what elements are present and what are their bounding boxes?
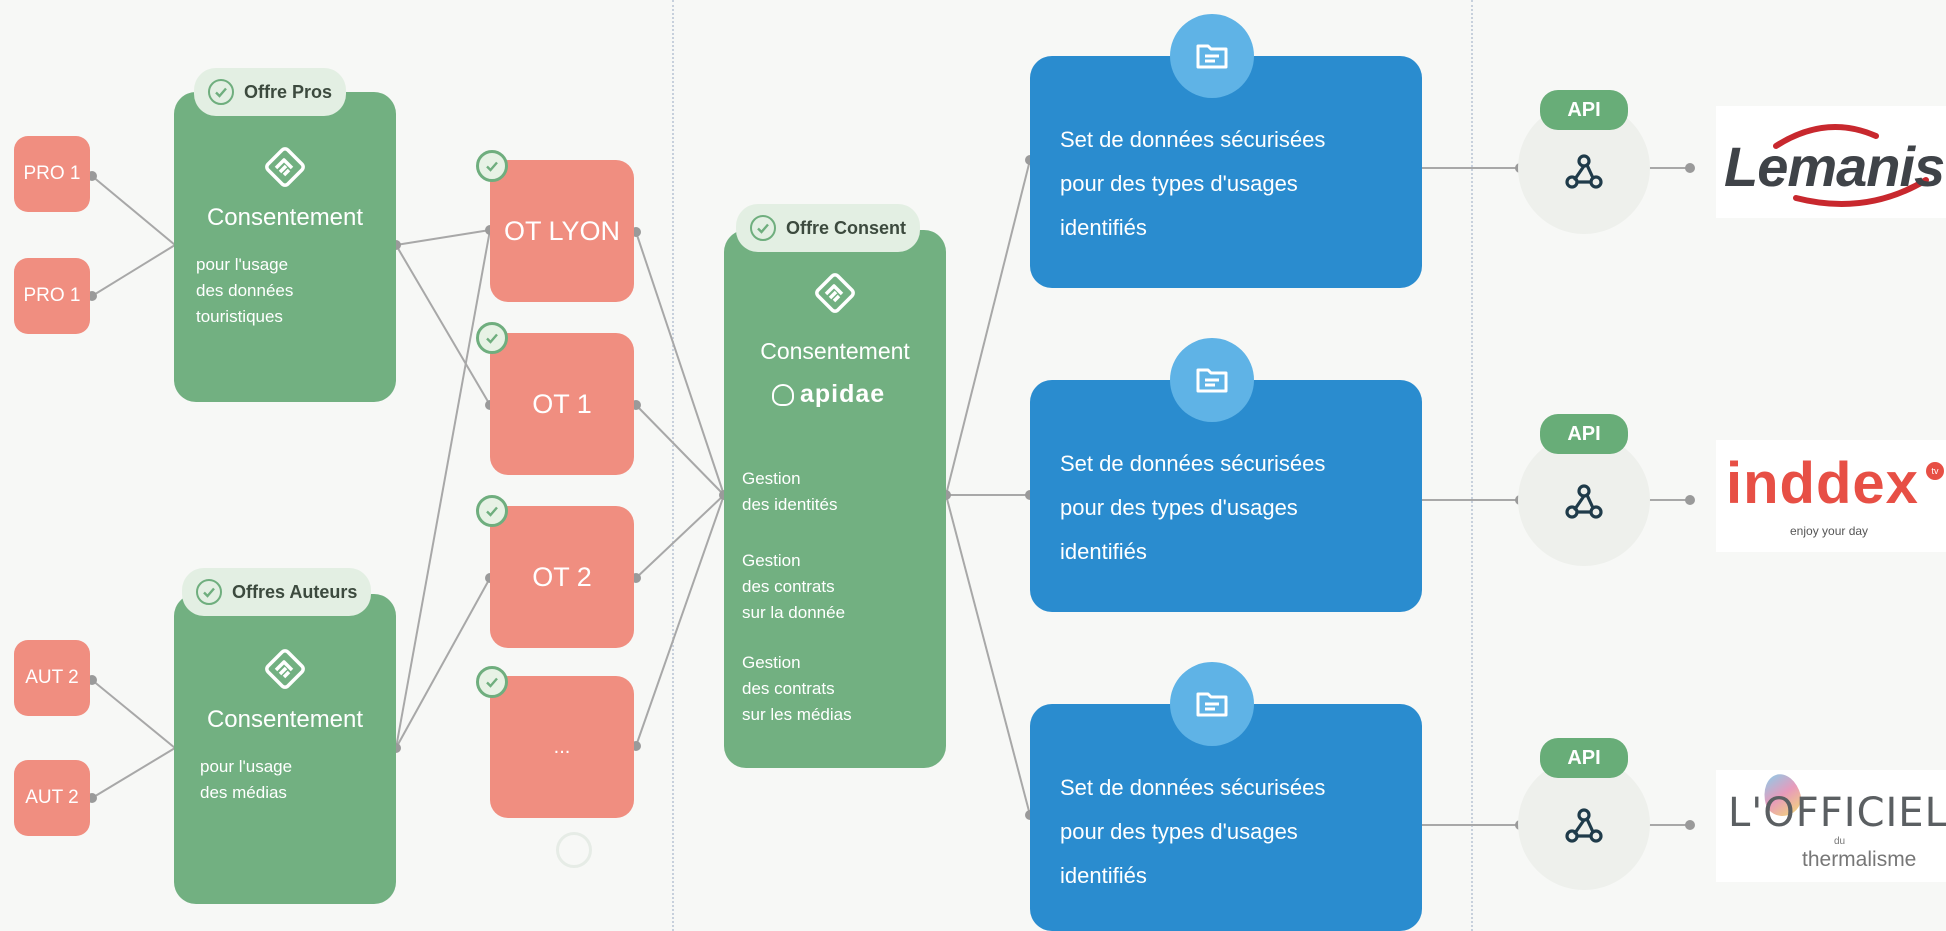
handshake-icon [812, 270, 858, 316]
desc-line: des données [196, 281, 294, 300]
dataset-line: identifiés [1060, 215, 1147, 240]
office-label: ... [553, 735, 571, 758]
item-line: des contrats [742, 679, 835, 698]
webhook-icon [1562, 150, 1606, 194]
office-box[interactable]: OT 2 [490, 506, 634, 648]
item-line: Gestion [742, 551, 801, 570]
check-icon [750, 215, 776, 241]
desc-line: pour l'usage [200, 757, 293, 776]
apidae-wordmark: apidae [800, 380, 886, 408]
check-icon [476, 495, 508, 527]
lemanis-wordmark: Lemanis [1724, 135, 1945, 198]
api-badge: API [1540, 90, 1628, 130]
office-label: OT 2 [532, 561, 592, 592]
offer-pros-desc: pour l'usage des données touristiques [196, 252, 293, 330]
apidae-brand: apidae [772, 380, 885, 409]
api-badge: API [1540, 414, 1628, 454]
source-label: AUT 2 [25, 667, 79, 688]
dataset-line: Set de données sécurisées [1060, 775, 1326, 800]
check-icon [476, 666, 508, 698]
source-pro-1[interactable]: PRO 1 [14, 136, 90, 212]
item-line: Gestion [742, 653, 801, 672]
office-box[interactable]: ... [490, 676, 634, 818]
lemanis-logo[interactable]: Lemanis [1716, 106, 1946, 218]
consent-item: Gestion des contrats sur la donnée [742, 548, 845, 626]
check-icon [208, 79, 234, 105]
check-icon [476, 150, 508, 182]
desc-line: touristiques [196, 307, 283, 326]
consent-tag-label: Offre Consent [786, 217, 907, 238]
officiel-subtitle: thermalisme [1802, 848, 1917, 871]
item-line: sur la donnée [742, 603, 846, 622]
apidae-icon [772, 383, 794, 406]
offer-pros-title: Consentement [206, 204, 364, 231]
source-label: AUT 2 [25, 787, 79, 808]
consent-title: Consentement [760, 338, 910, 364]
lemanis-swoosh [1773, 124, 1929, 207]
divider-left [672, 0, 674, 931]
api-node[interactable] [1518, 434, 1650, 566]
webhook-icon [1562, 804, 1606, 848]
check-icon [196, 579, 222, 605]
source-pro-2[interactable]: PRO 1 [14, 258, 90, 334]
item-line: des identités [742, 495, 838, 514]
webhook-icon [1562, 480, 1606, 524]
dataset-line: identifiés [1060, 863, 1147, 888]
consent-item: Gestion des identités [742, 466, 837, 518]
office-box[interactable]: OT LYON [490, 160, 634, 302]
inddex-wordmark: inddex [1726, 451, 1919, 516]
item-line: des contrats [742, 577, 835, 596]
offer-auteurs-tag: Offres Auteurs [182, 568, 372, 616]
dataset-line: identifiés [1060, 539, 1147, 564]
check-icon [476, 322, 508, 354]
api-label: API [1567, 422, 1601, 445]
consent-card[interactable]: Consentement apidae Gestion des identité… [724, 230, 946, 768]
document-icon [1170, 662, 1254, 746]
api-badge: API [1540, 738, 1628, 778]
dataset-line: pour des types d'usages [1060, 171, 1298, 196]
dataset-line: pour des types d'usages [1060, 819, 1298, 844]
document-icon [1170, 338, 1254, 422]
divider-right [1471, 0, 1473, 931]
handshake-icon [262, 144, 308, 190]
api-node[interactable] [1518, 758, 1650, 890]
inddex-tagline: enjoy your day [1790, 524, 1869, 538]
offer-pros-card[interactable]: Consentement pour l'usage des données to… [174, 92, 396, 402]
api-label: API [1567, 98, 1601, 121]
desc-line: pour l'usage [196, 255, 289, 274]
api-label: API [1567, 746, 1601, 769]
item-line: Gestion [742, 469, 801, 488]
offer-pros-tag-label: Offre Pros [244, 81, 333, 102]
handshake-icon [262, 646, 308, 692]
desc-line: des médias [200, 783, 287, 802]
offer-auteurs-card[interactable]: Consentement pour l'usage des médias [174, 594, 396, 904]
source-label: PRO 1 [23, 285, 81, 306]
offer-pros-tag: Offre Pros [194, 68, 347, 116]
source-label: PRO 1 [23, 163, 81, 184]
dataset-line: pour des types d'usages [1060, 495, 1298, 520]
office-label: OT 1 [532, 388, 592, 419]
officiel-logo[interactable]: L'OFFICIEL du thermalisme [1716, 770, 1946, 882]
office-label: OT LYON [503, 215, 621, 246]
inddex-logo[interactable]: inddex tv enjoy your day [1716, 440, 1946, 552]
officiel-du: du [1834, 836, 1846, 847]
offer-auteurs-tag-label: Offres Auteurs [232, 581, 358, 602]
source-aut-2[interactable]: AUT 2 [14, 760, 90, 836]
inddex-sup-label: tv [1931, 466, 1939, 476]
dataset-line: Set de données sécurisées [1060, 127, 1326, 152]
officiel-title: L'OFFICIEL [1728, 790, 1946, 836]
dataset-line: Set de données sécurisées [1060, 451, 1326, 476]
document-icon [1170, 14, 1254, 98]
consent-tag: Offre Consent [736, 204, 921, 252]
item-line: sur les médias [742, 705, 852, 724]
faded-check-icon [556, 832, 592, 868]
source-aut-1[interactable]: AUT 2 [14, 640, 90, 716]
inddex-sup: tv [1926, 462, 1944, 480]
offer-auteurs-desc: pour l'usage des médias [200, 754, 292, 806]
office-box[interactable]: OT 1 [490, 333, 634, 475]
offer-auteurs-title: Consentement [206, 706, 364, 733]
consent-item: Gestion des contrats sur les médias [742, 650, 852, 728]
